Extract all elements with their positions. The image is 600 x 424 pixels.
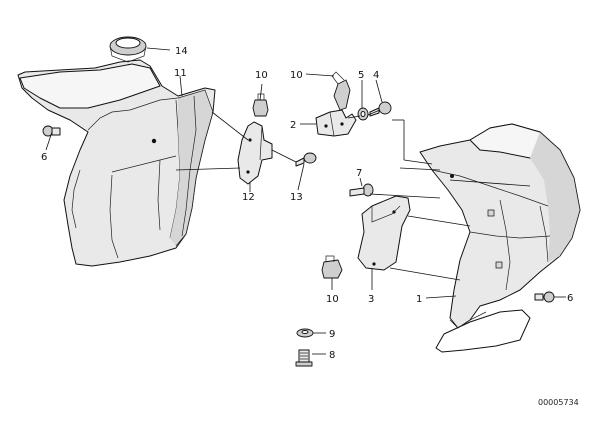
stud-part-7 (349, 183, 374, 197)
bracket-part-12 (237, 121, 273, 185)
callout-1: 1 (416, 294, 422, 305)
callout-9: 9 (329, 329, 335, 340)
bracket-part-3 (357, 195, 411, 271)
left-side-panel (17, 59, 216, 267)
callout-3: 3 (368, 294, 374, 305)
bolt-part-8 (295, 349, 313, 367)
callout-7: 7 (356, 168, 362, 179)
callout-11: 11 (174, 68, 187, 79)
washer-part-5 (357, 107, 369, 121)
callout-14: 14 (175, 46, 188, 57)
screw-part-13 (295, 152, 317, 167)
callout-12: 12 (242, 192, 255, 203)
callout-10-top-left: 10 (255, 70, 268, 81)
document-number: 00005734 (538, 398, 579, 407)
bracket-part-2 (315, 71, 357, 137)
callout-6-left: 6 (41, 152, 47, 163)
callout-10-top-right: 10 (290, 70, 303, 81)
leader-lines (45, 47, 566, 355)
callout-13: 13 (290, 192, 303, 203)
callout-8: 8 (329, 350, 335, 361)
callout-2: 2 (290, 120, 296, 131)
grommet-part-14 (109, 36, 147, 63)
callout-4: 4 (373, 70, 379, 81)
callout-10-bottom: 10 (326, 294, 339, 305)
callout-5: 5 (358, 70, 364, 81)
bolt-part-4 (369, 101, 392, 117)
clip-part-10-lower (321, 255, 343, 279)
callout-6-right: 6 (567, 293, 573, 304)
washer-part-9 (296, 328, 314, 338)
right-fairing-part-1 (419, 123, 581, 353)
push-clip-part-6-right (534, 291, 555, 303)
callout-labels: 14 11 6 10 12 13 10 5 4 2 7 3 10 1 6 9 8… (41, 46, 579, 407)
